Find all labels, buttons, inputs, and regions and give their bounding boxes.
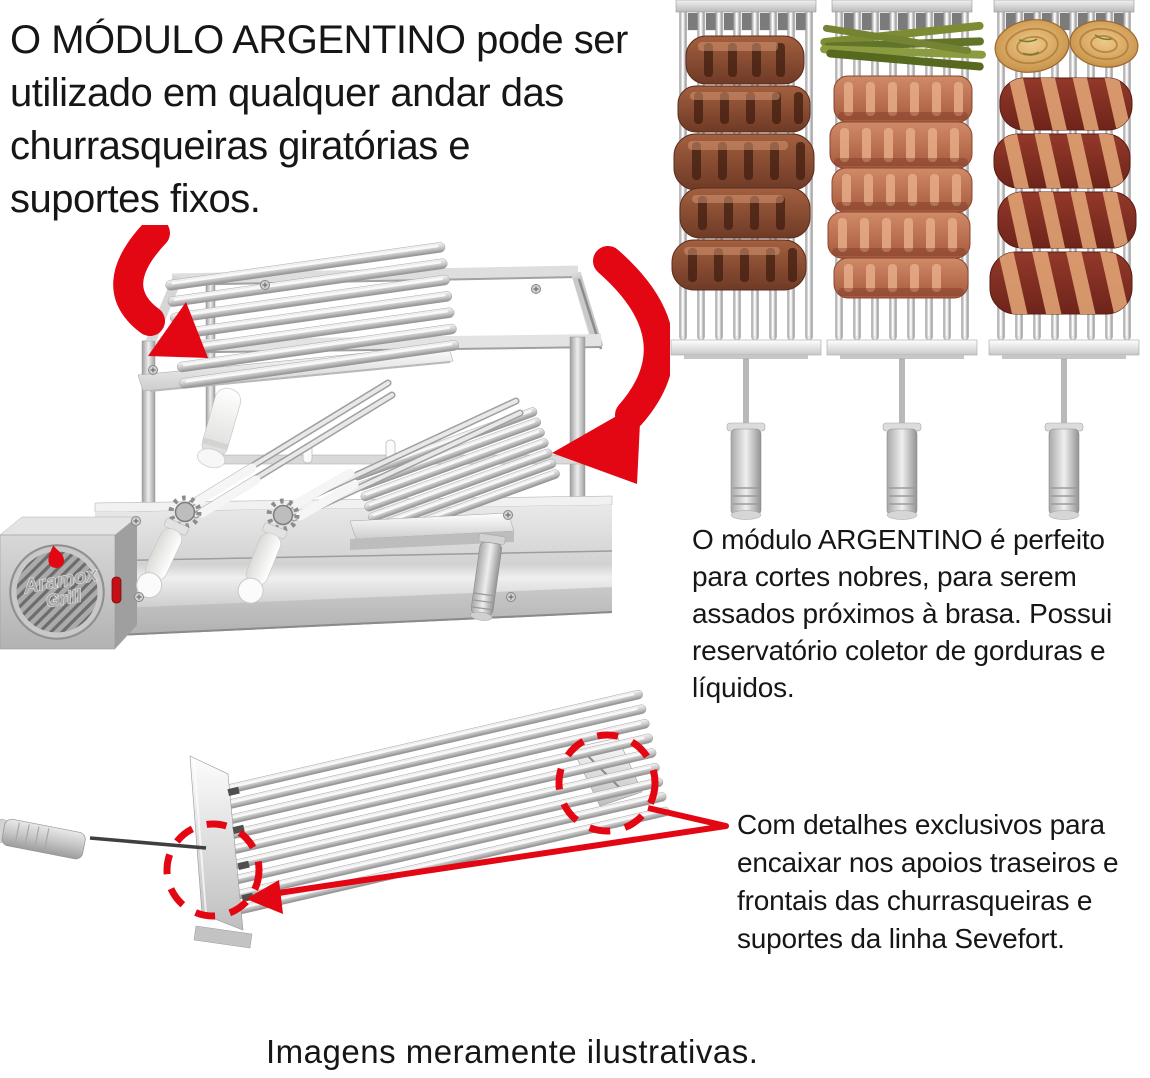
module-handle-metal: [469, 533, 506, 621]
module-handle-metal: [0, 818, 86, 860]
module-detail-photo: [0, 690, 729, 949]
argentino-module: [0, 690, 672, 949]
red-curved-arrow-left-icon: [113, 225, 208, 358]
benefits-line: reservatório coletor de gorduras e: [692, 635, 1106, 666]
details-line: frontais das churrasqueiras e: [737, 885, 1093, 916]
headline-line: O MÓDULO ARGENTINO pode ser: [10, 18, 628, 62]
skewer-fork: [237, 397, 524, 604]
benefits-line: O módulo ARGENTINO é perfeito: [692, 524, 1105, 555]
details-line: Com detalhes exclusivos para: [737, 809, 1105, 840]
onions-on-module: [994, 19, 1139, 73]
headline-line: utilizado em qualquer andar das: [10, 71, 564, 115]
power-switch: [111, 576, 122, 604]
gear-sprocket: [266, 498, 300, 532]
red-pointer-lines: [246, 805, 729, 914]
ribs-on-module: [827, 75, 973, 299]
benefits-paragraph: O módulo ARGENTINO é perfeito para corte…: [692, 521, 1112, 706]
details-line: suportes da linha Sevefort.: [737, 923, 1065, 954]
headline-block: O MÓDULO ARGENTINO pode ser utilizado em…: [10, 14, 628, 226]
headline-line: churrasqueiras giratórias e: [10, 124, 471, 168]
headline-line: suportes fixos.: [10, 177, 261, 221]
front-support-plate: [189, 755, 244, 931]
upper-argentino-module: [137, 241, 460, 469]
skewer-fork: [136, 379, 396, 599]
lower-argentino-module: [349, 405, 562, 621]
gear-sprocket: [168, 495, 202, 529]
benefits-line: assados próximos à brasa. Possui: [692, 598, 1113, 629]
module-handle-white: [197, 387, 241, 469]
dashed-circle-highlight-rear: [555, 731, 659, 835]
details-line: encaixar nos apoios traseiros e: [737, 847, 1119, 878]
details-paragraph: Com detalhes exclusivos para encaixar no…: [737, 806, 1119, 958]
main-grill-photo: Aramox Grill: [0, 225, 670, 650]
benefits-line: líquidos.: [692, 672, 795, 703]
red-curved-arrow-right-icon: [552, 246, 670, 484]
grate-tubes: [164, 241, 460, 390]
module-gallery-photo: [670, 0, 1150, 530]
handle-rod: [89, 836, 207, 850]
fork-handle-white: [136, 517, 189, 599]
ribs-on-module: [671, 35, 815, 291]
motor-box: Aramox Grill: [0, 516, 138, 650]
disclaimer-caption: Imagens meramente ilustrativas.: [266, 1033, 759, 1070]
dashed-circle-highlight-front: [163, 820, 263, 920]
bacon-steaks-on-module: [989, 77, 1137, 315]
benefits-line: para cortes nobres, para serem: [692, 561, 1077, 592]
vent-grille: [9, 544, 105, 640]
asparagus-on-module: [820, 21, 986, 71]
flame-icon: [48, 545, 64, 568]
fork-handle-white: [237, 522, 288, 604]
